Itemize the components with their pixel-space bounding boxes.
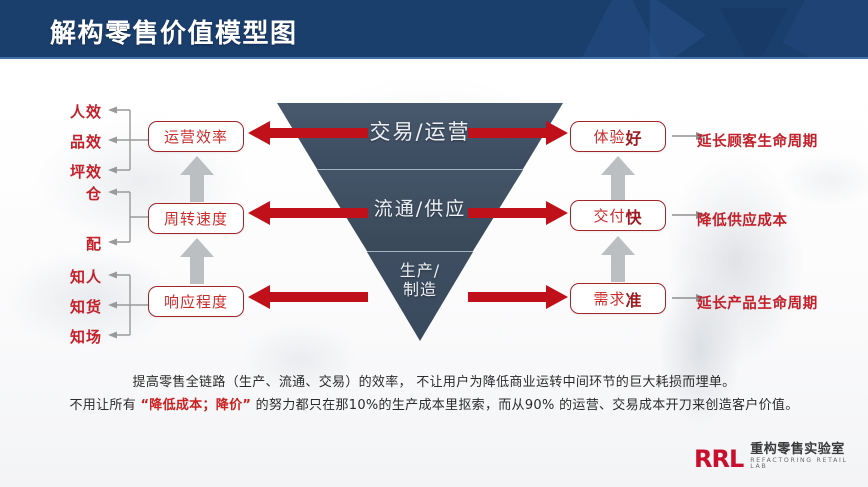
driver-label-ren-xiao: 人效 xyxy=(69,103,102,121)
outcome-label-supply-cost: 降低供应成本 xyxy=(697,213,788,229)
result-box-demand-accurate[interactable]: 需求准 xyxy=(570,283,666,314)
header-decoration-triangle-1 xyxy=(580,0,664,59)
footnote-line-1: 提高零售全链路（生产、流通、交易）的效率， 不让用户为降低商业运转中间环节的巨大… xyxy=(132,375,736,390)
capability-box-response-level[interactable]: 响应程度 xyxy=(148,286,244,317)
footnote-block: 提高零售全链路（生产、流通、交易）的效率， 不让用户为降低商业运转中间环节的巨大… xyxy=(0,372,868,418)
result-accent: 快 xyxy=(625,207,643,227)
funnel-tier-label-production: 生产/ 制造 xyxy=(399,261,441,299)
driver-label-ping-xiao: 坪效 xyxy=(69,163,102,181)
capability-box-operational-efficiency[interactable]: 运营效率 xyxy=(148,121,244,152)
red-arrow-right-row-2 xyxy=(468,285,568,309)
gray-up-arrow-left-0 xyxy=(180,156,214,202)
footnote-highlight: “降低成本；降价” xyxy=(140,397,252,413)
outcome-label-product-lifecycle: 延长产品生命周期 xyxy=(697,296,818,312)
driver-label-zhi-chang: 知场 xyxy=(69,328,102,346)
capability-label: 周转速度 xyxy=(163,210,228,228)
brand-logo: RRL 重构零售实验室 REFACTORING RETAIL LAB xyxy=(694,443,868,471)
result-accent: 好 xyxy=(625,128,643,148)
driver-label-cang: 仓 xyxy=(85,185,102,203)
driver-label-pei: 配 xyxy=(85,235,102,253)
result-accent: 准 xyxy=(625,290,643,310)
bracket-left-group-1 xyxy=(108,188,152,246)
driver-label-pin-xiao: 品效 xyxy=(69,133,102,151)
outcome-label-customer-lifecycle: 延长顾客生命周期 xyxy=(697,134,818,150)
capability-label: 运营效率 xyxy=(163,128,228,146)
capability-box-turnover-speed[interactable]: 周转速度 xyxy=(148,203,244,234)
header-decoration-triangle-2 xyxy=(650,0,706,59)
footnote-line-2-suffix: 的努力都只在那10%的生产成本里抠索，而从90% 的运营、交易成本开刀来创造客户… xyxy=(251,397,799,413)
page-title: 解构零售价值模型图 xyxy=(50,19,298,49)
bracket-left-group-0 xyxy=(108,106,152,174)
capability-label: 响应程度 xyxy=(163,293,228,311)
result-prefix: 体验 xyxy=(593,128,626,146)
red-arrow-left-row-2 xyxy=(248,285,368,309)
header-decoration-square xyxy=(782,0,868,59)
header-decoration-triangle-3 xyxy=(720,8,788,59)
result-prefix: 需求 xyxy=(593,290,626,308)
footnote-line-2: 不用让所有 “降低成本；降价” 的努力都只在那10%的生产成本里抠索，而从90%… xyxy=(0,395,868,418)
result-box-delivery-fast[interactable]: 交付快 xyxy=(570,200,666,231)
gray-up-arrow-right-0 xyxy=(601,156,635,200)
slide-header xyxy=(0,0,868,59)
gray-up-arrow-left-1 xyxy=(180,238,214,284)
funnel-tier-label-distribution: 流通/供应 xyxy=(373,198,467,220)
logo-wordmark: 重构零售实验室 REFACTORING RETAIL LAB xyxy=(750,443,868,471)
driver-label-zhi-huo: 知货 xyxy=(69,298,102,316)
footnote-line-2-prefix: 不用让所有 xyxy=(69,397,141,413)
result-prefix: 交付 xyxy=(593,207,626,225)
logo-name-en: REFACTORING RETAIL LAB xyxy=(750,457,848,471)
result-box-experience-good[interactable]: 体验好 xyxy=(570,121,666,152)
driver-label-zhi-ren: 知人 xyxy=(69,268,102,286)
gray-up-arrow-right-1 xyxy=(601,236,635,282)
logo-mark-rrl: RRL xyxy=(694,445,744,474)
logo-name-cn: 重构零售实验室 xyxy=(750,442,845,457)
bracket-left-group-2 xyxy=(108,271,152,339)
funnel-tier-label-transaction: 交易/运营 xyxy=(369,120,471,144)
header-underline xyxy=(0,57,868,59)
gray-arrow-to-outcome-2 xyxy=(672,294,706,302)
